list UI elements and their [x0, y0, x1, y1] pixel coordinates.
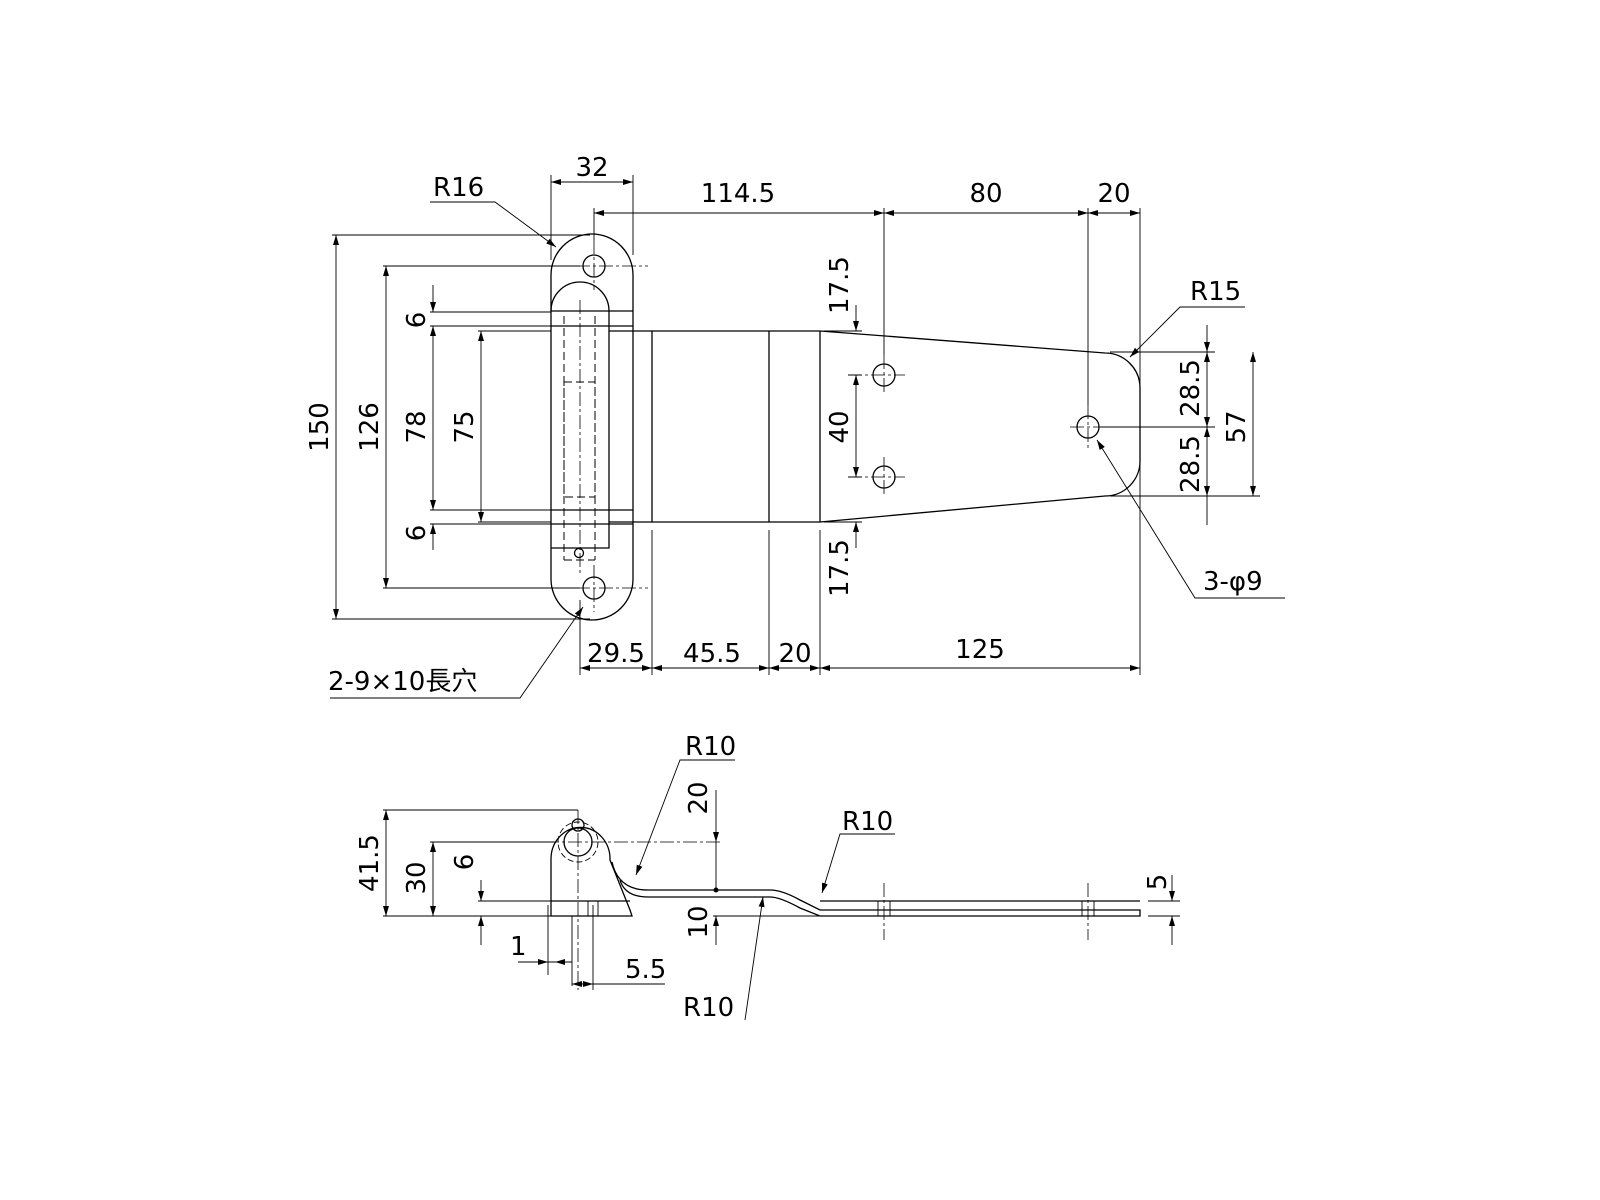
- dim-41-5: 41.5: [355, 834, 385, 892]
- label-r16: R16: [433, 173, 484, 203]
- dim-5: 5: [1143, 874, 1173, 891]
- plate-outline: [609, 330, 1141, 523]
- leaf-outline: [550, 233, 634, 621]
- dim-40: 40: [825, 410, 855, 443]
- dim-80: 80: [969, 179, 1002, 209]
- dim-10-side: 10: [684, 905, 714, 938]
- dim-6-bottom: 6: [402, 525, 432, 542]
- label-r10-mid: R10: [842, 807, 893, 837]
- dim-75: 75: [450, 410, 480, 443]
- dim-29-5: 29.5: [587, 639, 645, 669]
- label-r10-bottom: R10: [683, 993, 734, 1023]
- dim-30: 30: [402, 861, 432, 894]
- dim-20-side: 20: [684, 781, 714, 814]
- dim-78: 78: [402, 410, 432, 443]
- dim-57: 57: [1222, 410, 1252, 443]
- dim-20-bottom: 20: [778, 639, 811, 669]
- knuckle-side: [550, 826, 633, 917]
- label-r15: R15: [1190, 277, 1241, 307]
- top-view: 32 114.5 80 20 R16 R15 150 126 78 75 6 6…: [305, 153, 1285, 699]
- slot-note: 2-9×10長穴: [328, 667, 477, 697]
- dim-5-5: 5.5: [625, 955, 666, 985]
- knuckle-outline: [550, 281, 610, 549]
- dim-20-top: 20: [1097, 179, 1130, 209]
- plate-side: [611, 861, 1141, 917]
- dim-1: 1: [510, 932, 527, 962]
- dim-28-5-top: 28.5: [1176, 359, 1206, 417]
- dim-125: 125: [955, 635, 1005, 665]
- dim-126: 126: [355, 402, 385, 452]
- label-r10-top: R10: [685, 732, 736, 762]
- dim-17-5-top: 17.5: [825, 256, 855, 314]
- dim-6-top: 6: [402, 312, 432, 329]
- dim-17-5-bottom: 17.5: [825, 539, 855, 597]
- dim-28-5-bottom: 28.5: [1176, 435, 1206, 493]
- dim-45-5: 45.5: [683, 639, 741, 669]
- dim-114-5: 114.5: [701, 179, 775, 209]
- holes-note: 3-φ9: [1203, 567, 1263, 597]
- dim-32: 32: [575, 153, 608, 183]
- dim-150: 150: [305, 402, 335, 452]
- dim-6-side: 6: [450, 854, 480, 871]
- side-view: R10 R10 R10 20 10 41.5 30 6 1 5.5 5: [355, 732, 1180, 1023]
